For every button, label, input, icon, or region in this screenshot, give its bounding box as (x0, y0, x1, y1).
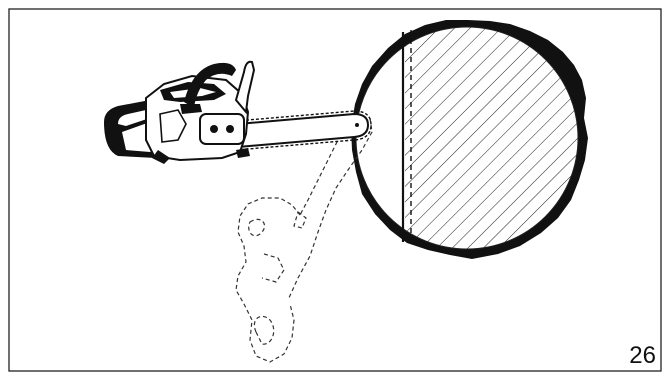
chainsaw-ghost-outline (236, 118, 372, 362)
figure-number: 26 (629, 342, 656, 370)
log-cross-section (351, 20, 595, 260)
hand-guard (236, 62, 254, 112)
chainsaw (104, 62, 371, 164)
clutch-cover (200, 114, 244, 144)
